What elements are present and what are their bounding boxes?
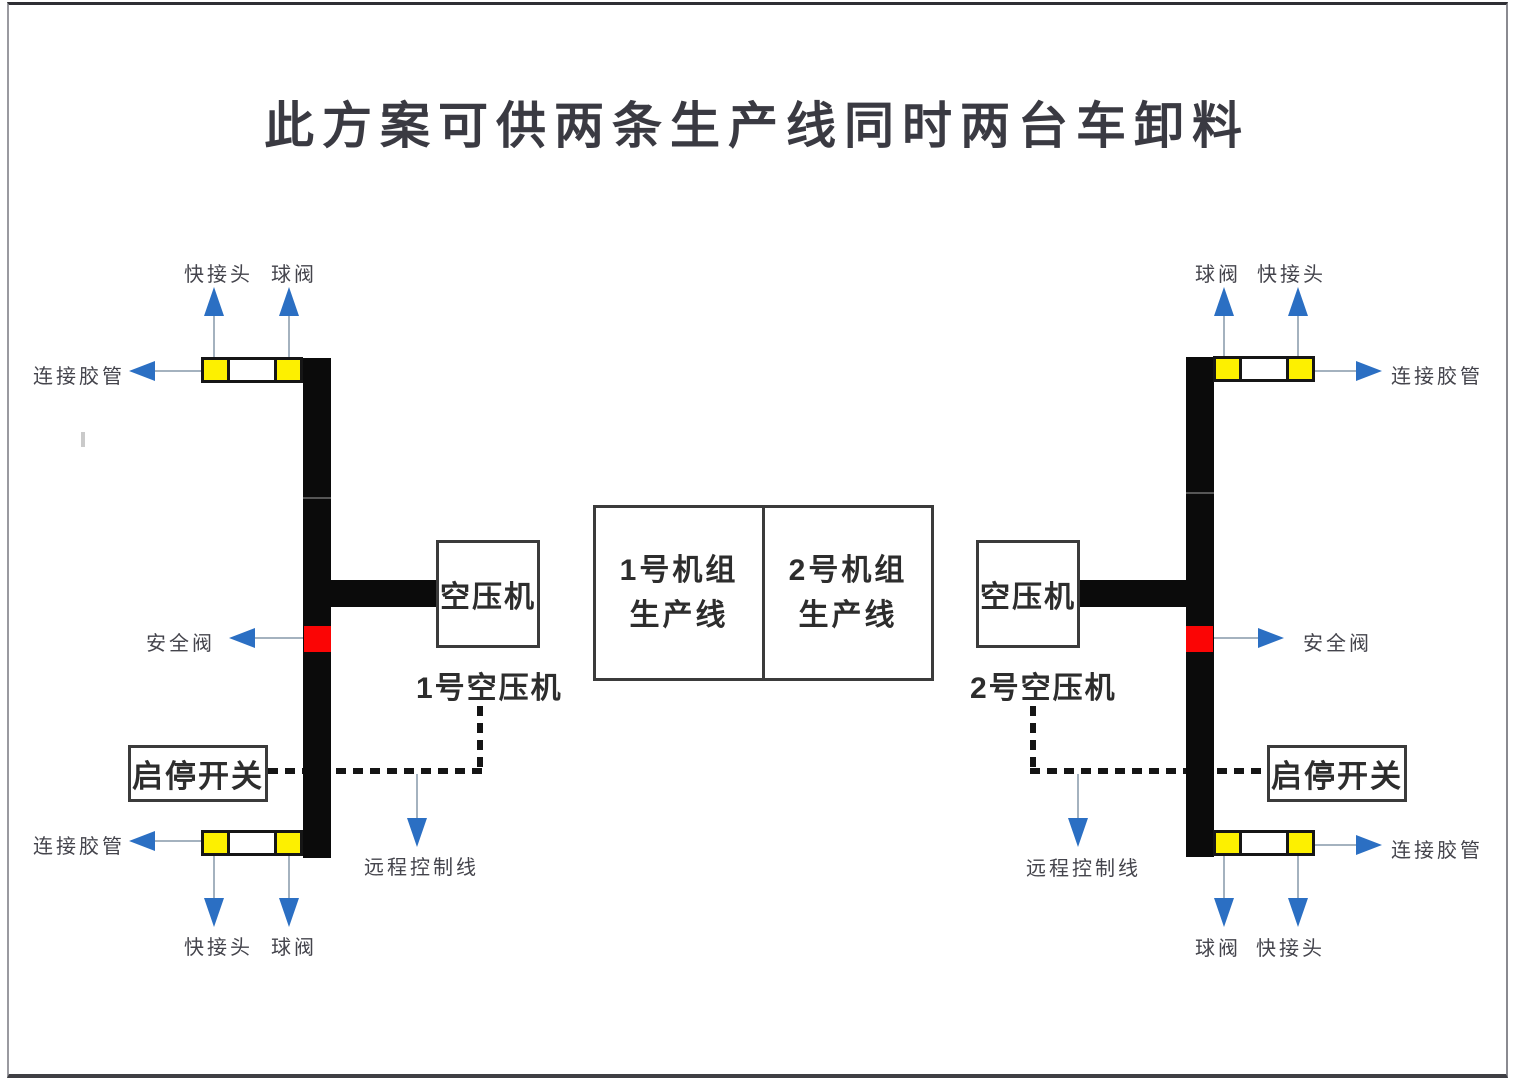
right-bottom-valve-assembly [1213, 830, 1315, 856]
control-dashed-line-horizontal [268, 768, 483, 774]
arrow-stem [1223, 314, 1225, 358]
control-dashed-line-vertical [1030, 706, 1036, 770]
left-pipe-seam [303, 497, 331, 499]
control-dashed-line-horizontal [1030, 768, 1267, 774]
ball-valve-square [277, 360, 300, 380]
hose-label: 连接胶管 [1391, 840, 1483, 862]
arrow-stem [155, 840, 201, 842]
remote-control-line-label: 远程控制线 [1026, 858, 1141, 880]
quick-connector-label: 快接头 [1256, 938, 1325, 960]
quick-connector-label: 快接头 [184, 264, 253, 286]
safety-valve-label: 安全阀 [1303, 633, 1372, 655]
quick-connector-label: 快接头 [1257, 264, 1326, 286]
compressor-1-label: 1号空压机 [416, 672, 563, 705]
diagram-title: 此方案可供两条生产线同时两台车卸料 [264, 98, 1250, 154]
right-branch-pipe [1080, 580, 1186, 607]
arrow-stem [255, 637, 304, 639]
hose-label: 连接胶管 [1391, 366, 1483, 388]
arrow-stem [1297, 314, 1299, 358]
remote-control-line-label: 远程控制线 [364, 857, 479, 879]
unit1-line1: 1号机组 [619, 554, 739, 587]
artifact-mark [81, 432, 85, 447]
arrow-stem [155, 370, 201, 372]
left-riser-pipe [303, 358, 331, 858]
safety-valve-label: 安全阀 [146, 633, 215, 655]
arrow-stem [416, 774, 418, 820]
left-top-valve-assembly [201, 357, 303, 383]
arrow-stem [1314, 844, 1356, 846]
ball-valve-label: 球阀 [271, 937, 317, 959]
ball-valve-label: 球阀 [1195, 264, 1241, 286]
hose-label: 连接胶管 [33, 366, 125, 388]
unit1-cell: 1号机组 生产线 [596, 508, 765, 678]
arrow-stem [1213, 637, 1258, 639]
left-bottom-valve-assembly [201, 830, 303, 856]
down-arrow-icon [407, 818, 427, 847]
up-arrow-icon [1214, 287, 1234, 316]
down-arrow-icon [1068, 818, 1088, 847]
ball-valve-square [277, 833, 300, 853]
down-arrow-icon [1288, 898, 1308, 927]
ball-valve-square [1216, 359, 1239, 379]
unit2-line2: 生产线 [798, 599, 898, 632]
right-safety-valve-marker [1186, 626, 1213, 652]
quick-connector-label: 快接头 [184, 937, 253, 959]
unit2-cell: 2号机组 生产线 [765, 508, 931, 678]
left-safety-valve-marker [304, 626, 331, 652]
left-arrow-icon [229, 628, 255, 648]
arrow-stem [213, 856, 215, 898]
down-arrow-icon [279, 898, 299, 927]
hose-port-section [227, 833, 277, 853]
ball-valve-label: 球阀 [271, 264, 317, 286]
switch-box-label: 启停开关 [1271, 759, 1403, 794]
up-arrow-icon [204, 287, 224, 316]
hose-label: 连接胶管 [33, 836, 125, 858]
quick-connector-square [1289, 833, 1312, 853]
ball-valve-square [1216, 833, 1239, 853]
hose-port-section [1239, 833, 1289, 853]
left-start-stop-switch-box: 启停开关 [128, 745, 268, 802]
up-arrow-icon [279, 287, 299, 316]
arrow-stem [1297, 856, 1299, 898]
arrow-stem [213, 314, 215, 358]
arrow-stem [288, 314, 290, 358]
production-line-box: 1号机组 生产线 2号机组 生产线 [593, 505, 934, 681]
ball-valve-label: 球阀 [1195, 938, 1241, 960]
unit2-line1: 2号机组 [788, 554, 908, 587]
quick-connector-square [1289, 359, 1312, 379]
arrow-stem [1077, 774, 1079, 820]
right-riser-pipe [1186, 357, 1214, 857]
left-branch-pipe [331, 580, 437, 607]
down-arrow-icon [1214, 898, 1234, 927]
compressor-box-label: 空压机 [440, 581, 536, 614]
right-pipe-seam [1186, 492, 1214, 494]
compressor-box-label: 空压机 [980, 581, 1076, 614]
right-top-valve-assembly [1213, 356, 1315, 382]
compressor-2-label: 2号空压机 [970, 672, 1117, 705]
switch-box-label: 启停开关 [132, 759, 264, 794]
left-arrow-icon [129, 361, 155, 381]
right-arrow-icon [1356, 835, 1382, 855]
hose-port-section [227, 360, 277, 380]
left-compressor-box: 空压机 [436, 540, 540, 648]
up-arrow-icon [1288, 287, 1308, 316]
left-arrow-icon [129, 831, 155, 851]
arrow-stem [288, 856, 290, 898]
right-arrow-icon [1356, 361, 1382, 381]
down-arrow-icon [204, 898, 224, 927]
right-start-stop-switch-box: 启停开关 [1267, 745, 1407, 802]
hose-port-section [1239, 359, 1289, 379]
arrow-stem [1223, 856, 1225, 898]
unit1-line2: 生产线 [629, 599, 729, 632]
right-compressor-box: 空压机 [976, 540, 1080, 648]
control-dashed-line-vertical [477, 706, 483, 770]
arrow-stem [1314, 370, 1356, 372]
quick-connector-square [204, 360, 227, 380]
right-arrow-icon [1258, 628, 1284, 648]
quick-connector-square [204, 833, 227, 853]
